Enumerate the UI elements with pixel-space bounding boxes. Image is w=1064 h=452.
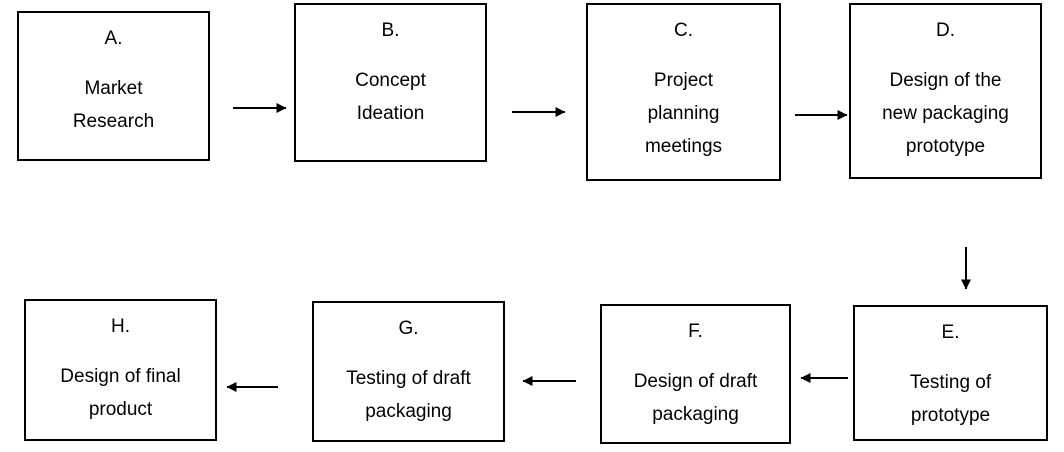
box-label: Market Research [72, 78, 155, 132]
flow-box-concept-ideation: B. Concept Ideation [294, 3, 487, 162]
box-letter: C. [674, 20, 693, 41]
box-letter: F. [688, 321, 703, 342]
flow-box-testing-draft-packaging: G. Testing of draft packaging [312, 301, 505, 442]
flow-box-design-new-packaging-prototype: D. Design of the new packaging prototype [849, 3, 1042, 179]
box-label: Project planning meetings [644, 70, 723, 157]
box-label: Design of the new packaging prototype [882, 70, 1009, 157]
box-letter: G. [398, 318, 419, 339]
flow-box-design-draft-packaging: F. Design of draft packaging [600, 304, 791, 444]
box-label: Testing of prototype [909, 372, 992, 426]
flow-box-project-planning-meetings: C. Project planning meetings [586, 3, 781, 181]
flow-box-testing-of-prototype: E. Testing of prototype [853, 305, 1048, 441]
box-letter: A. [104, 28, 123, 49]
box-label: Testing of draft packaging [346, 368, 471, 422]
box-label: Design of draft packaging [633, 371, 758, 425]
box-letter: B. [381, 20, 400, 41]
box-label: Design of final product [60, 366, 181, 420]
box-letter: D. [936, 20, 955, 41]
box-label: Concept Ideation [355, 70, 426, 124]
flow-box-design-final-product: H. Design of final product [24, 299, 217, 441]
box-letter: H. [111, 316, 130, 337]
flow-box-market-research: A. Market Research [17, 11, 210, 161]
box-letter: E. [941, 322, 960, 343]
